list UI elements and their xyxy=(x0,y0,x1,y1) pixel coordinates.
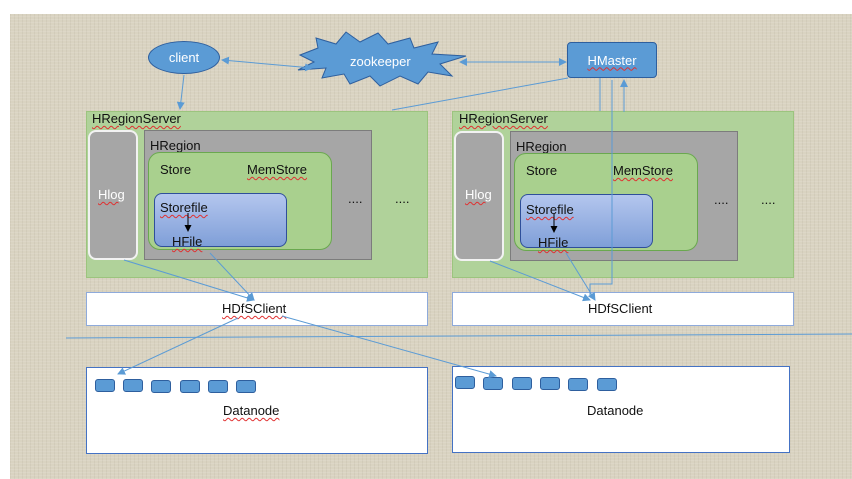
data-block xyxy=(180,380,200,393)
region-server-title-left: HRegionServer xyxy=(92,111,181,126)
datanode-label-left: Datanode xyxy=(223,403,280,418)
storefile-label-left: Storefile xyxy=(160,200,208,215)
hmaster-node: HMaster xyxy=(567,42,657,78)
region-server-title-right: HRegionServer xyxy=(459,111,548,126)
hlog-left xyxy=(88,130,138,260)
hdfs-client-box-right xyxy=(452,292,794,326)
hlog-label-left: Hlog xyxy=(98,187,125,202)
zookeeper-label: zookeeper xyxy=(350,54,411,69)
storefile-right xyxy=(520,194,653,248)
hlog-label-right: Hlog xyxy=(465,187,492,202)
memstore-label-right: MemStore xyxy=(613,163,673,178)
hmaster-label: HMaster xyxy=(587,52,637,68)
hdfs-client-label-left: HDfSClient xyxy=(222,301,287,316)
hdfs-client-label-right: HDfSClient xyxy=(588,301,653,316)
client-label: client xyxy=(168,50,200,65)
ellipsis-1-left: .... xyxy=(348,191,363,206)
storefile-label-right: Storefile xyxy=(526,202,574,217)
client-node: client xyxy=(148,41,220,74)
data-block xyxy=(123,379,143,392)
storefile-left xyxy=(154,193,287,247)
hregion-label-right: HRegion xyxy=(516,139,567,154)
datanode-box-right xyxy=(452,366,790,453)
hregion-label-left: HRegion xyxy=(150,138,201,153)
data-block xyxy=(236,380,256,393)
ellipsis-2-right: .... xyxy=(761,192,776,207)
data-block xyxy=(208,380,228,393)
hfile-label-left: HFile xyxy=(172,234,203,249)
hlog-right xyxy=(454,131,504,261)
data-block xyxy=(483,377,503,390)
datanode-label-right: Datanode xyxy=(587,403,644,418)
data-block xyxy=(95,379,115,392)
hfile-label-right: HFile xyxy=(538,235,569,250)
data-block xyxy=(568,378,588,391)
store-label-left: Store xyxy=(160,162,192,177)
data-block xyxy=(455,376,475,389)
ellipsis-1-right: .... xyxy=(714,192,729,207)
data-block xyxy=(151,380,171,393)
data-block xyxy=(540,377,560,390)
data-block xyxy=(597,378,617,391)
ellipsis-2-left: .... xyxy=(395,191,410,206)
memstore-label-left: MemStore xyxy=(247,162,307,177)
data-block xyxy=(512,377,532,390)
store-label-right: Store xyxy=(526,163,558,178)
datanode-box-left xyxy=(86,367,428,454)
